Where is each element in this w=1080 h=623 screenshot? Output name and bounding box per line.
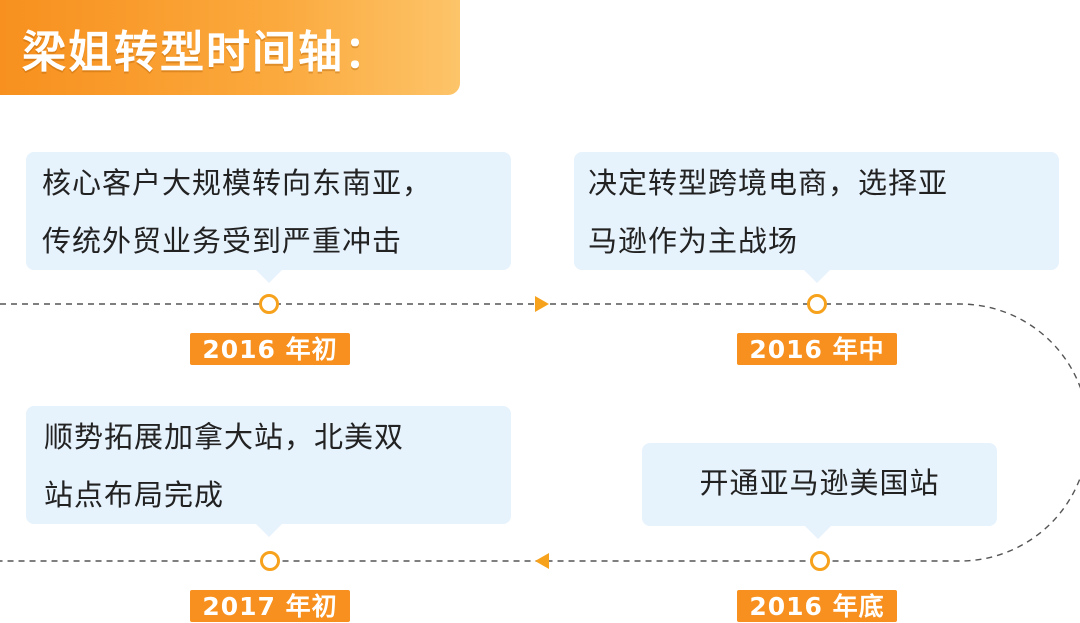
event-text-line: 马逊作为主战场 xyxy=(588,224,799,258)
date-tag: 2016 年底 xyxy=(737,590,897,622)
event-bubble-2017-early: 顺势拓展加拿大站，北美双 站点布局完成 xyxy=(26,406,511,537)
timeline-node xyxy=(260,551,280,571)
event-text-line: 开通亚马逊美国站 xyxy=(699,466,940,500)
timeline-dashed-path xyxy=(0,303,1080,562)
title-banner: 梁姐转型时间轴： xyxy=(0,0,460,95)
event-text-line: 决定转型跨境电商，选择亚 xyxy=(588,166,949,200)
event-text-line: 传统外贸业务受到严重冲击 xyxy=(42,224,403,258)
timeline-node xyxy=(807,294,827,314)
page-title: 梁姐转型时间轴： xyxy=(22,26,390,78)
timeline-arrow-right xyxy=(535,296,549,312)
event-text-line: 站点布局完成 xyxy=(44,478,225,512)
event-bubble-2016-early: 核心客户大规模转向东南亚， 传统外贸业务受到严重冲击 xyxy=(26,152,511,283)
timeline-node xyxy=(259,294,279,314)
event-bubble-2016-mid: 决定转型跨境电商，选择亚 马逊作为主战场 xyxy=(574,152,1059,283)
timeline-node xyxy=(810,551,830,571)
event-bubble-2016-late: 开通亚马逊美国站 xyxy=(642,443,997,539)
timeline-arrow-left xyxy=(535,553,549,569)
date-tag: 2017 年初 xyxy=(190,590,350,622)
event-text-line: 核心客户大规模转向东南亚， xyxy=(42,166,433,200)
date-tag: 2016 年初 xyxy=(190,333,350,365)
date-tag: 2016 年中 xyxy=(737,333,897,365)
event-text-line: 顺势拓展加拿大站，北美双 xyxy=(44,420,405,454)
